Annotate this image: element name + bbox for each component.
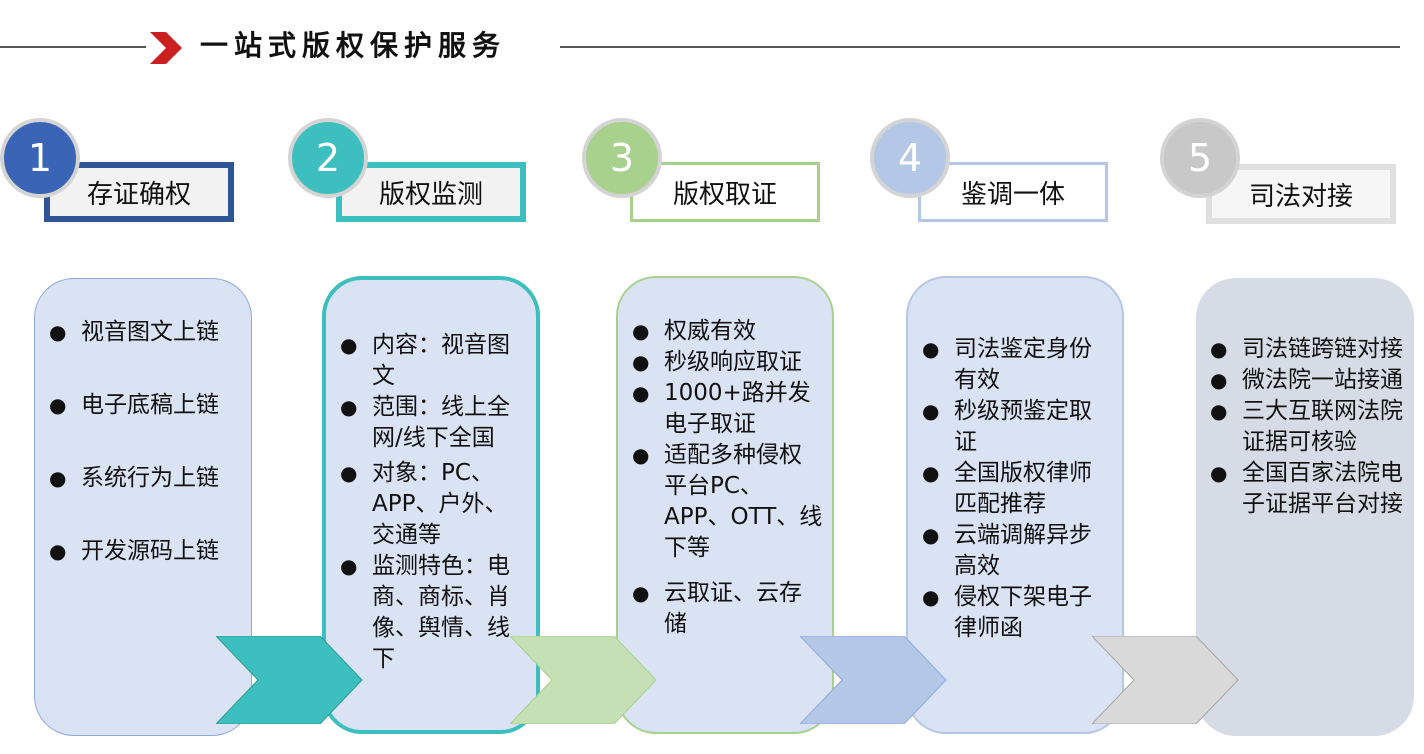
- step-2-list: ●内容：视音图文 ●范围：线上全网/线下全国 ●对象：PC、APP、户外、交通等…: [340, 330, 528, 675]
- bullet-icon: ●: [922, 523, 940, 547]
- bullet-icon: ●: [49, 539, 67, 563]
- step-2-number-badge: 2: [288, 118, 368, 198]
- list-item: ●云取证、云存储: [632, 580, 802, 637]
- step-4-title: 鉴调一体: [918, 162, 1108, 222]
- bullet-icon: ●: [340, 554, 358, 578]
- step-3-panel: ●权威有效 ●秒级响应取证 ●1000+路并发电子取证 ●适配多种侵权平台PC、…: [616, 276, 834, 734]
- flow-arrow-2-to-3: [510, 636, 657, 724]
- step-1-panel: ●视音图文上链 ●电子底稿上链 ●系统行为上链 ●开发源码上链: [34, 278, 252, 736]
- step-5-panel: ●司法链跨链对接 ●微法院一站接通 ●三大互联网法院证据可核验 ●全国百家法院电…: [1196, 278, 1414, 736]
- page-title: 一站式版权保护服务: [200, 29, 507, 62]
- step-4-list: ●司法鉴定身份有效 ●秒级预鉴定取证 ●全国版权律师匹配推荐 ●云端调解异步高效…: [922, 334, 1114, 644]
- list-item: ●秒级响应取证: [632, 347, 824, 378]
- list-item: ●适配多种侵权平台PC、APP、OTT、线下等: [632, 442, 823, 561]
- bullet-icon: ●: [632, 381, 650, 405]
- bullet-icon: ●: [922, 337, 940, 361]
- list-item: ●微法院一站接通: [1210, 365, 1406, 396]
- list-item: ●司法链跨链对接: [1210, 334, 1406, 365]
- chevron-right-icon: [150, 32, 182, 64]
- flow-arrow-1-to-2: [216, 636, 363, 724]
- bullet-icon: ●: [922, 461, 940, 485]
- step-2-panel: ●内容：视音图文 ●范围：线上全网/线下全国 ●对象：PC、APP、户外、交通等…: [322, 276, 540, 734]
- list-item: ●电子底稿上链: [49, 390, 243, 421]
- flow-arrow-3-to-4: [800, 636, 947, 724]
- header-rule-left: [0, 46, 146, 48]
- bullet-icon: ●: [49, 393, 67, 417]
- bullet-icon: ●: [922, 399, 940, 423]
- bullet-icon: ●: [632, 350, 650, 374]
- bullet-icon: ●: [1210, 399, 1228, 423]
- list-item: ●司法鉴定身份有效: [922, 336, 1092, 393]
- step-3-title: 版权取证: [630, 162, 820, 222]
- list-item: ●秒级预鉴定取证: [922, 398, 1092, 455]
- step-5-list: ●司法链跨链对接 ●微法院一站接通 ●三大互联网法院证据可核验 ●全国百家法院电…: [1210, 334, 1406, 520]
- bullet-icon: ●: [632, 319, 650, 343]
- bullet-icon: ●: [49, 466, 67, 490]
- bullet-icon: ●: [632, 443, 650, 467]
- list-item: ●权威有效: [632, 316, 824, 347]
- bullet-icon: ●: [340, 461, 358, 485]
- list-item: ●三大互联网法院证据可核验: [1210, 398, 1403, 455]
- step-4-panel: ●司法鉴定身份有效 ●秒级预鉴定取证 ●全国版权律师匹配推荐 ●云端调解异步高效…: [906, 276, 1124, 734]
- bullet-icon: ●: [340, 333, 358, 357]
- list-item: ●云端调解异步高效: [922, 522, 1092, 579]
- step-1-number-badge: 1: [0, 118, 80, 198]
- list-item: ●开发源码上链: [49, 536, 243, 567]
- bullet-icon: ●: [49, 320, 67, 344]
- bullet-icon: ●: [632, 581, 650, 605]
- list-item: ●全国版权律师匹配推荐: [922, 460, 1092, 517]
- header-rule-right: [560, 46, 1400, 48]
- step-2-title: 版权监测: [336, 162, 526, 222]
- step-5-title: 司法对接: [1206, 164, 1396, 224]
- step-5-number-badge: 5: [1160, 118, 1240, 198]
- step-1-title: 存证确权: [44, 162, 234, 222]
- list-item: ●视音图文上链: [49, 317, 243, 348]
- step-3-number-badge: 3: [582, 118, 662, 198]
- list-item: ●系统行为上链: [49, 463, 243, 494]
- list-item: ●内容：视音图文: [340, 332, 510, 389]
- bullet-icon: ●: [1210, 461, 1228, 485]
- bullet-icon: ●: [1210, 337, 1228, 361]
- step-3-list: ●权威有效 ●秒级响应取证 ●1000+路并发电子取证 ●适配多种侵权平台PC、…: [632, 316, 824, 640]
- bullet-icon: ●: [922, 585, 940, 609]
- list-item: ●全国百家法院电子证据平台对接: [1210, 460, 1403, 517]
- step-4-number-badge: 4: [870, 118, 950, 198]
- list-item: ●侵权下架电子律师函: [922, 584, 1092, 641]
- bullet-icon: ●: [340, 395, 358, 419]
- list-item: ●对象：PC、APP、户外、交通等: [340, 460, 508, 548]
- flow-arrow-4-to-5: [1092, 636, 1239, 724]
- step-1-list: ●视音图文上链 ●电子底稿上链 ●系统行为上链 ●开发源码上链: [49, 317, 243, 567]
- list-item: ●1000+路并发电子取证: [632, 380, 811, 437]
- bullet-icon: ●: [1210, 368, 1228, 392]
- list-item: ●范围：线上全网/线下全国: [340, 394, 510, 451]
- list-item: ●监测特色：电商、商标、肖像、舆情、线下: [340, 553, 510, 672]
